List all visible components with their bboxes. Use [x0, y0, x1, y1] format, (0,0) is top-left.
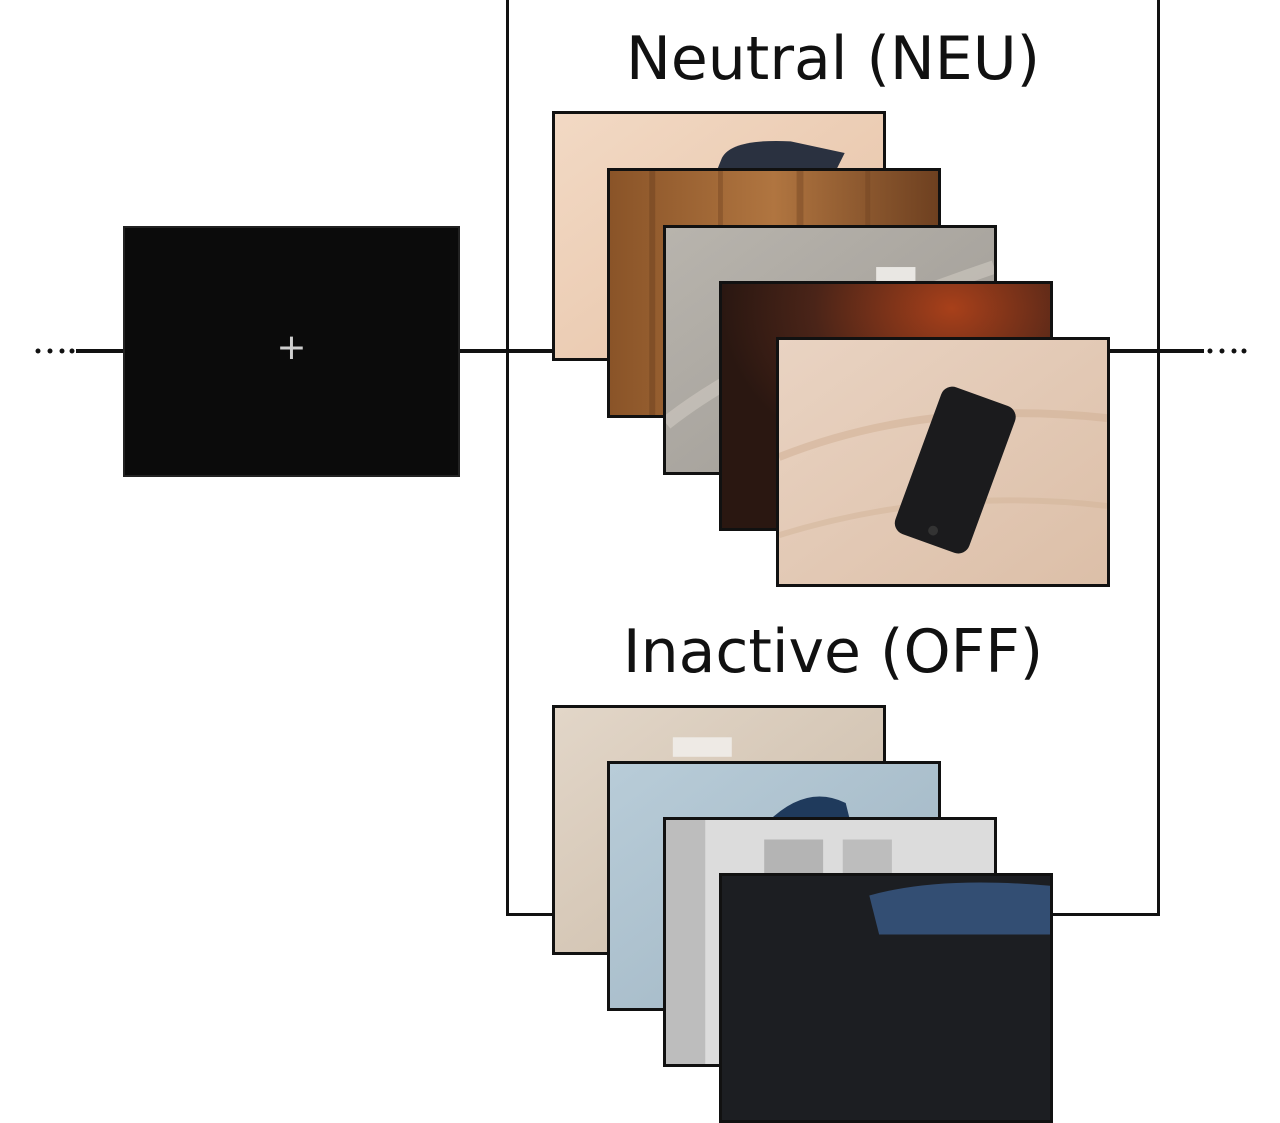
neutral-condition-label: Neutral (NEU) — [625, 24, 1041, 94]
fixation-cross: + — [276, 327, 307, 368]
neutral-photo-5 — [776, 337, 1110, 587]
fixation-screen: + — [123, 226, 460, 477]
inactive-photo-4 — [719, 873, 1053, 1123]
right-ellipsis — [1207, 348, 1247, 354]
inactive-condition-label: Inactive (OFF) — [622, 617, 1044, 687]
left-ellipsis — [35, 348, 75, 354]
